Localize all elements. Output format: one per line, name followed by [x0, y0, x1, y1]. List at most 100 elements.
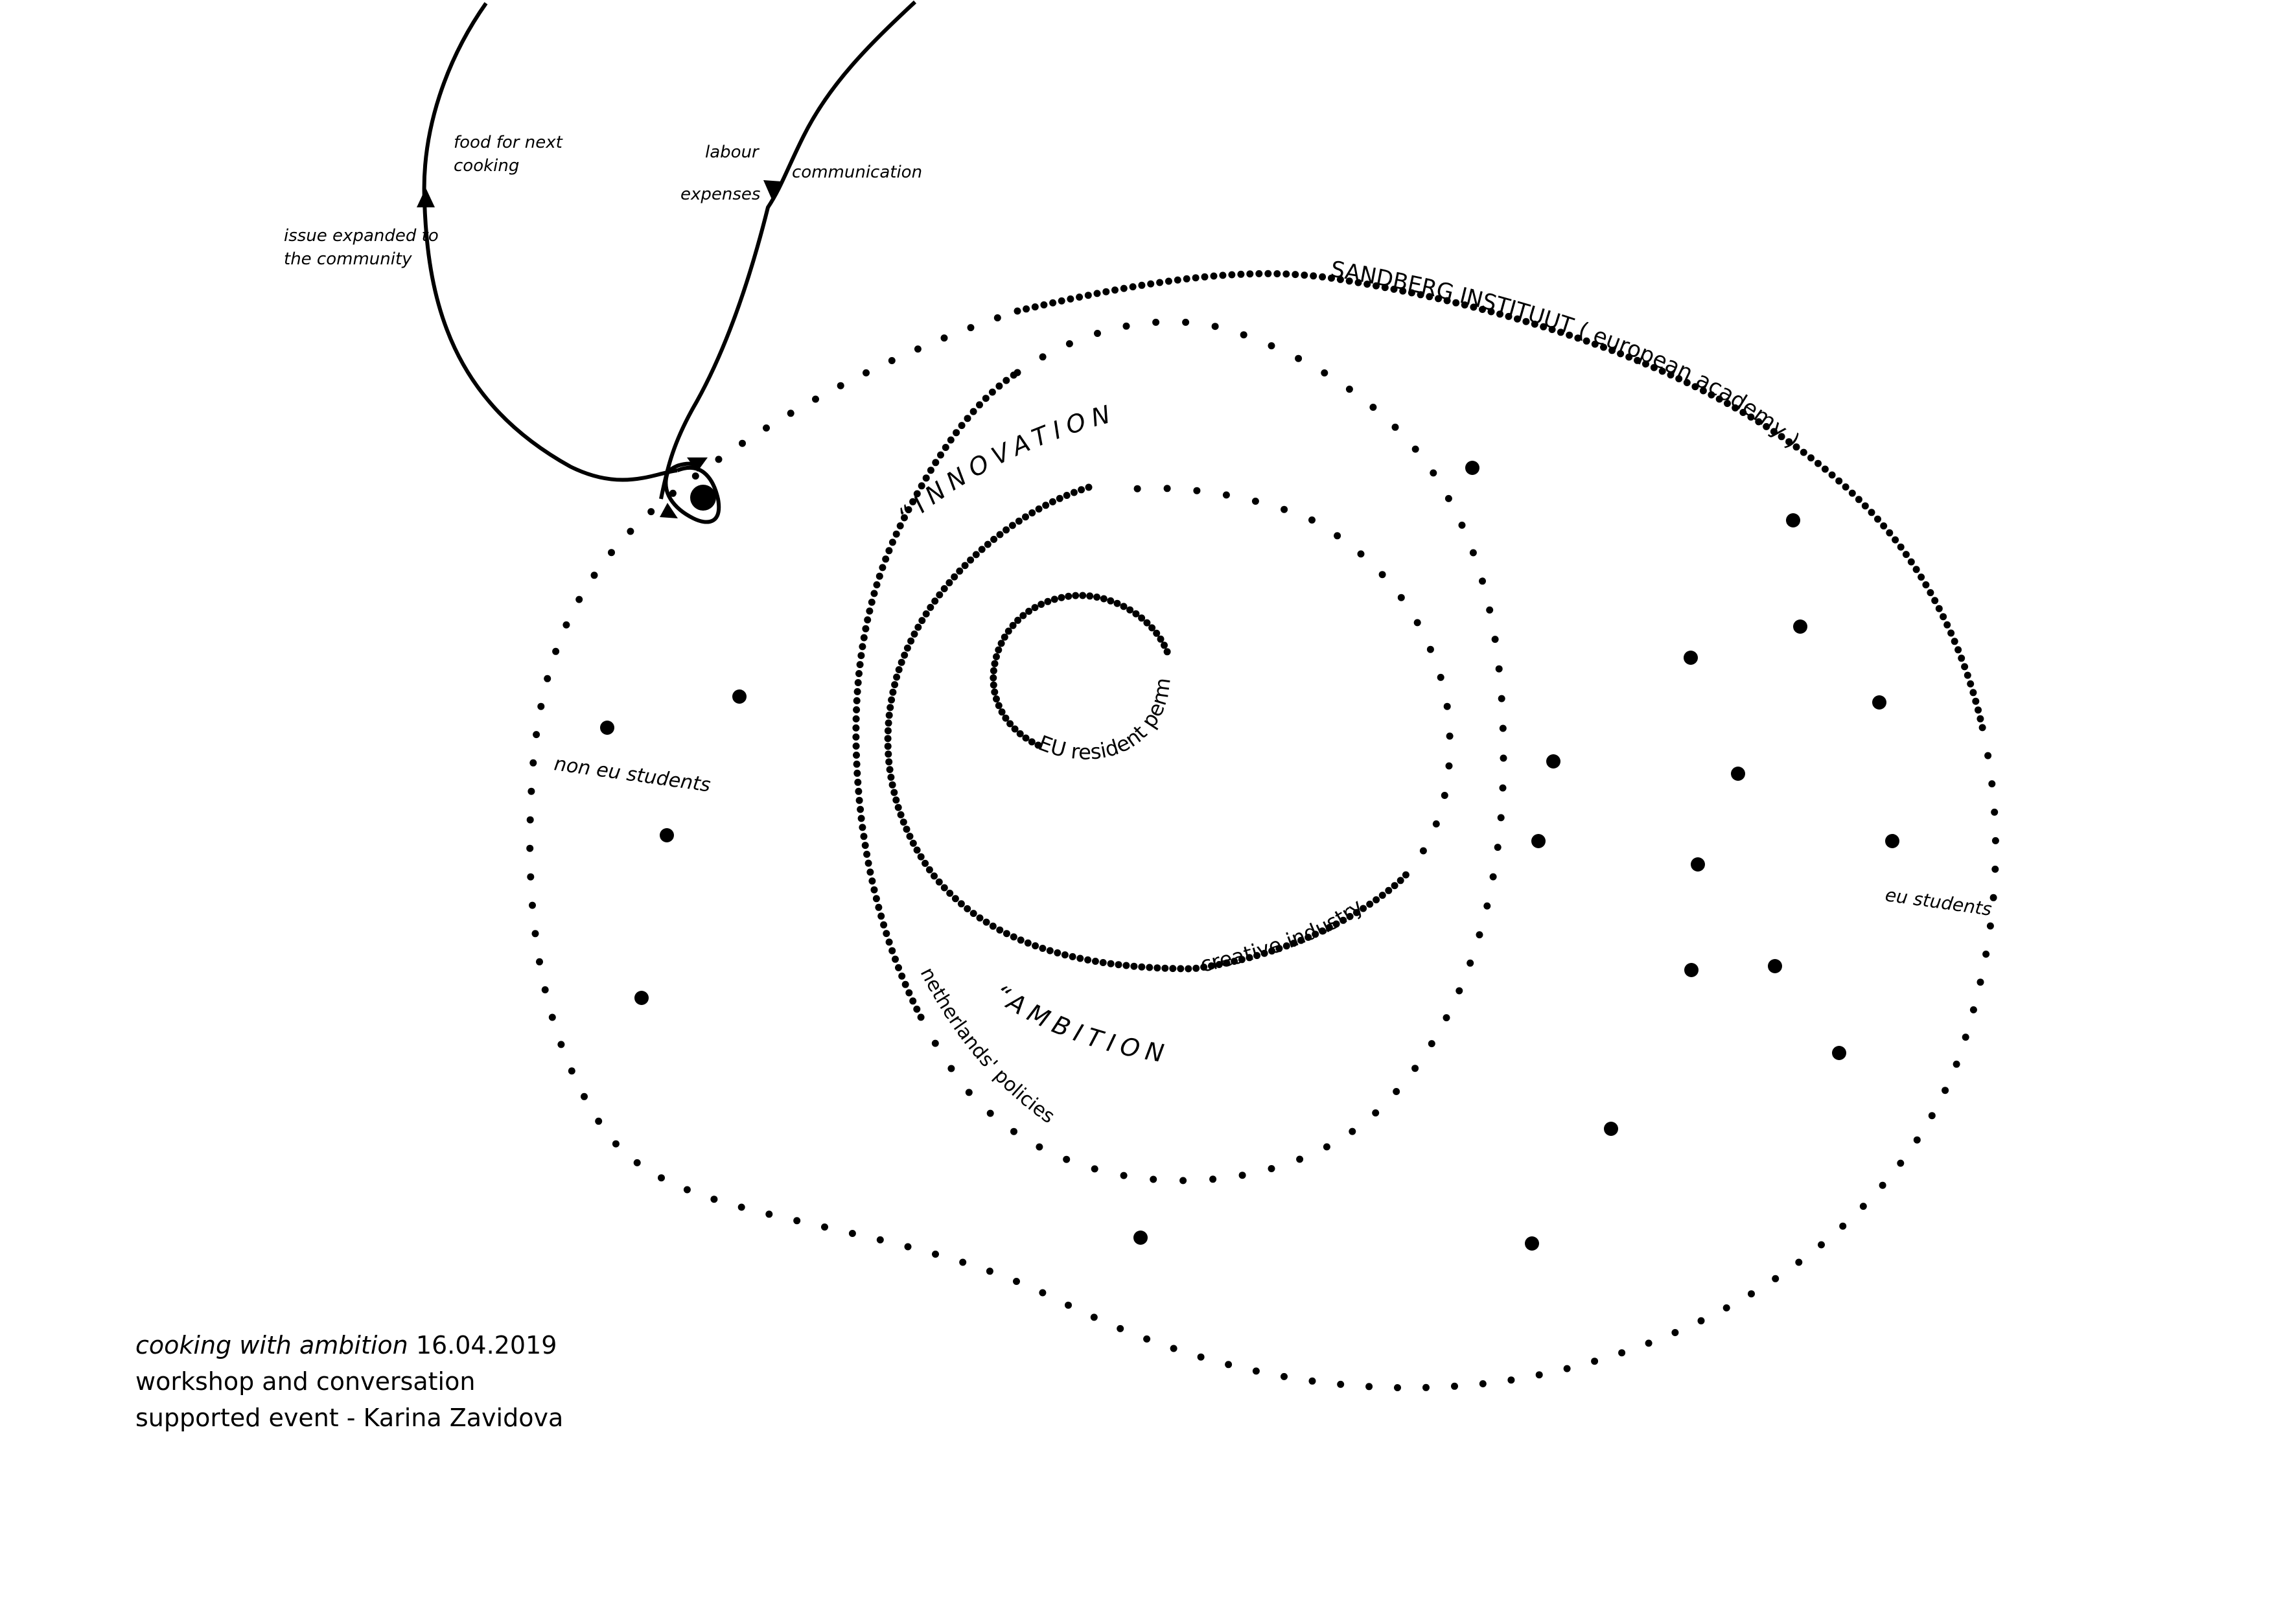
- industry-ring-dot: [957, 900, 965, 908]
- policies-ring-dot: [1152, 318, 1160, 326]
- permit-ring-dot: [990, 674, 997, 682]
- policies-ring-dot: [860, 833, 868, 840]
- sandberg-ring-dot: [1991, 837, 1999, 844]
- industry-ring-dot: [1378, 892, 1386, 899]
- policies-ring-dot: [895, 964, 902, 971]
- sandberg-ring-dot: [557, 1041, 565, 1048]
- sandberg-ring-dot: [1282, 270, 1290, 278]
- policies-ring-dot: [1489, 873, 1497, 881]
- sandberg-ring-dot: [1982, 951, 1990, 958]
- sandberg-ring-dot: [1210, 272, 1218, 280]
- sandberg-ring-dot: [787, 410, 794, 417]
- policies-ring: [852, 318, 1507, 1185]
- food-flow-curve: [422, 2, 678, 482]
- sandberg-ring-dot: [737, 1203, 745, 1211]
- industry-ring-dot: [1003, 526, 1010, 534]
- creative-industry-label-text: creative industry: [1198, 894, 1368, 977]
- sandberg-ring-dot: [1084, 292, 1092, 299]
- industry-ring-dot: [885, 711, 893, 719]
- policies-ring-dot: [852, 724, 860, 732]
- industry-ring-dot: [976, 914, 984, 922]
- policies-ring-dot: [1010, 371, 1017, 379]
- sandberg-ring-dot: [1962, 1034, 1969, 1041]
- industry-ring-dot: [978, 546, 986, 553]
- industry-ring-dot: [1054, 949, 1061, 956]
- industry-ring-dot: [890, 789, 898, 796]
- sandberg-ring-dot: [1170, 1345, 1177, 1352]
- sandberg-ring-dot: [536, 958, 543, 965]
- industry-ring-dot: [1413, 619, 1421, 627]
- food-label: food for next cooking: [454, 133, 568, 176]
- permit-ring-dot: [1153, 629, 1161, 637]
- industry-ring-dot: [925, 866, 933, 873]
- sandberg-ring-dot: [1143, 1335, 1151, 1343]
- industry-ring-dot: [1035, 505, 1043, 513]
- industry-ring-dot: [1319, 927, 1327, 935]
- sandberg-ring-dot: [1912, 566, 1920, 573]
- sandberg-ring-dot: [1940, 613, 1947, 621]
- permit-ring-dot: [1163, 648, 1171, 656]
- industry-ring-dot: [982, 918, 990, 926]
- policies-ring-dot: [1369, 404, 1377, 411]
- sandberg-ring-dot: [1365, 1383, 1373, 1391]
- sandberg-ring-dot: [1535, 1371, 1543, 1379]
- sandberg-ring-dot: [1049, 299, 1057, 306]
- permit-ring-dot: [1038, 601, 1045, 608]
- permit-ring-dot: [1004, 627, 1012, 635]
- policies-ring-dot: [909, 997, 917, 1005]
- sandberg-ring-dot: [1772, 1275, 1780, 1282]
- permit-ring-dot: [1138, 614, 1146, 622]
- sandberg-ring-dot: [1880, 522, 1888, 530]
- industry-ring-dot: [1115, 961, 1122, 969]
- sandberg-ring-dot: [1292, 271, 1299, 279]
- sandberg-ring-dot: [1591, 340, 1599, 348]
- industry-ring-dot: [996, 531, 1004, 538]
- permit-ring-dot: [1143, 619, 1151, 627]
- sandberg-ring-dot: [1014, 307, 1021, 315]
- industry-ring-dot: [1032, 942, 1039, 950]
- permit-ring-dot: [1113, 599, 1121, 607]
- policies-ring-dot: [879, 564, 887, 572]
- permit-ring-dot: [1065, 592, 1073, 600]
- sandberg-ring-dot: [1174, 276, 1181, 284]
- industry-ring-dot: [969, 910, 977, 918]
- sandberg-ring-label: SANDBERG INSTITUUT ( european academy ): [1328, 256, 1804, 454]
- sandberg-ring-dot: [1977, 715, 1984, 723]
- policies-ring-dot: [1495, 665, 1503, 673]
- policies-ring-dot: [1296, 1155, 1304, 1163]
- industry-ring-dot: [1028, 509, 1036, 516]
- sandberg-ring-dot: [1675, 375, 1683, 382]
- industry-ring-dot: [889, 688, 897, 696]
- industry-ring-dot: [1192, 964, 1200, 972]
- industry-ring-dot: [1385, 886, 1393, 894]
- sandberg-ring-dot: [1747, 413, 1755, 421]
- industry-ring-dot: [1200, 964, 1208, 971]
- industry-ring-dot: [885, 758, 893, 766]
- sandberg-ring-dot: [1868, 509, 1875, 516]
- sandberg-ring-dot: [1129, 283, 1137, 291]
- industry-ring-dot: [1360, 905, 1367, 912]
- sandberg-ring-dot: [608, 549, 615, 557]
- policies-ring-dot: [969, 408, 977, 415]
- sandberg-ring-dot: [1800, 448, 1807, 456]
- sandberg-ring-dot: [1969, 1006, 1977, 1013]
- sandberg-ring-dot: [1399, 287, 1407, 295]
- industry-ring-dot: [951, 895, 959, 903]
- policies-ring-dot: [860, 634, 868, 642]
- industry-ring-dot: [931, 597, 939, 605]
- industry-ring-dot: [892, 796, 900, 804]
- policies-ring-dot: [964, 415, 971, 422]
- sandberg-ring-dot: [1835, 477, 1843, 485]
- sandberg-ring-dot: [1989, 894, 1997, 901]
- policies-ring-dot: [853, 760, 861, 768]
- sandberg-ring-dot: [1986, 922, 1994, 930]
- sandberg-ring-dot: [1897, 543, 1905, 551]
- sandberg-ring-dot: [1531, 320, 1538, 328]
- sandberg-ring-dot: [537, 702, 545, 710]
- industry-ring-dot: [1085, 483, 1093, 491]
- sandberg-ring-dot: [1828, 471, 1836, 479]
- policies-ring-dot: [1063, 1155, 1071, 1163]
- sandberg-ring-dot: [1708, 391, 1715, 399]
- industry-ring-dot: [1063, 492, 1071, 499]
- industry-ring-dot: [886, 766, 894, 774]
